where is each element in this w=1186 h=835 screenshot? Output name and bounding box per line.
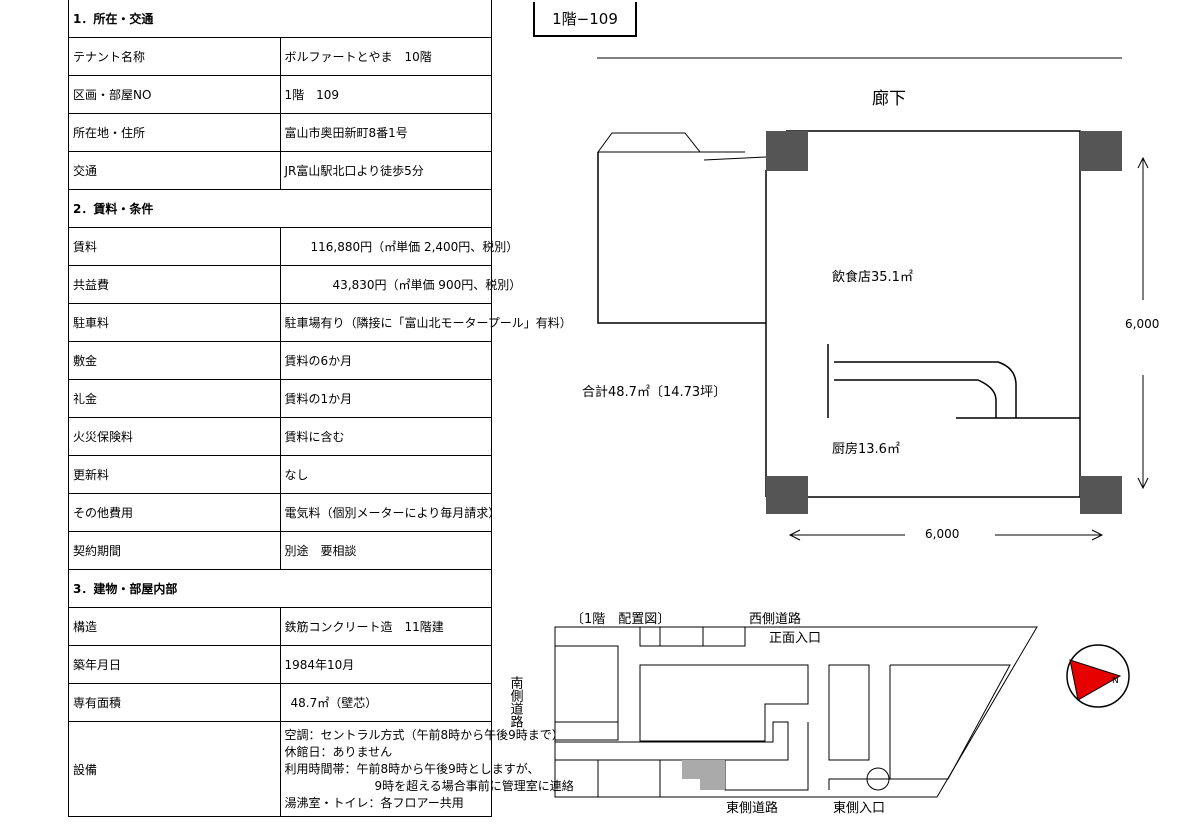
arrowhead-down [1137,477,1149,490]
section-title-location: 1．所在・交通 [68,0,492,38]
dimension-lines [788,156,1149,541]
entrance-annex-wall [597,152,766,324]
table-row: 礼金 賃料の1か月 [68,379,492,418]
arrowhead-left [788,529,801,541]
row-value: 賃料に含む [279,417,492,456]
west-road-label: 西側道路 [749,611,801,627]
structural-pillars [766,131,1122,514]
corridor-label: 廊下 [872,89,906,109]
compass-needle [1069,659,1122,701]
pillar-top-right [1080,131,1122,171]
block-south-left [555,759,661,797]
dim-horizontal-label: 6,000 [925,527,959,541]
arrowhead-up [1137,156,1149,169]
duct-inner [834,379,997,418]
row-label: 敷金 [68,341,281,380]
row-label: 火災保険料 [68,417,281,456]
equipment-line: 利用時間帯：午前8時から午後9時としますが、 [284,761,540,776]
floor-plan [597,130,1081,498]
site-outline [554,626,1038,798]
compass: N [1066,644,1130,708]
total-area-label: 合計48.7㎡〔14.73坪〕 [582,384,726,400]
door-line [703,156,767,161]
table-row: 火災保険料 賃料に含む [68,417,492,456]
row-label: 交通 [68,151,281,190]
section-header-row: 2．賃料・条件 [68,189,492,228]
row-value: 賃料の6か月 [279,341,492,380]
equipment-list: 空調：セントラル方式（午前8時から午後9時まで） 休館日：ありません 利用時間帯… [279,721,574,817]
unit-number-label: 1階−109 [533,2,637,37]
property-spec-table: 1．所在・交通 テナント名称 ボルファートとやま 10階 区画・部屋NO 1階 … [68,0,574,817]
row-label: 契約期間 [68,531,281,570]
table-row: 賃料 116,880円（㎡単価 2,400円、税別） [68,227,518,266]
unit-location-highlight [682,760,725,790]
row-value: 43,830円（㎡単価 900円、税別） [279,265,521,304]
unit-outline [786,130,1081,498]
block-east [828,664,1011,790]
restaurant-area-label: 飲食店35.1㎡ [832,269,913,285]
table-row: 契約期間 別途 要相談 [68,531,492,570]
row-label: 区画・部屋NO [68,75,281,114]
row-value: 116,880円（㎡単価 2,400円、税別） [279,227,518,266]
kitchen-area-label: 厨房13.6㎡ [832,441,900,457]
site-plan-title: 〔1階 配置図〕 [571,612,670,627]
section-header-row: 1．所在・交通 [68,0,492,38]
east-entrance-marker [866,767,890,791]
entrance-canopy [597,132,702,153]
south-road-label: 南側道路 [508,675,524,728]
row-value: 鉄筋コンクリート造 11階建 [279,607,492,646]
row-value: 賃料の1か月 [279,379,492,418]
row-label: その他費用 [68,493,281,532]
row-value: 富山市奥田新町8番1号 [279,113,492,152]
row-label: 設備 [68,721,281,817]
table-row: 敷金 賃料の6か月 [68,341,492,380]
table-row: 構造 鉄筋コンクリート造 11階建 [68,607,492,646]
table-row-equipment: 設備 空調：セントラル方式（午前8時から午後9時まで） 休館日：ありません 利用… [68,721,574,817]
row-value: 電気料（個別メーターにより毎月請求） [279,493,500,532]
east-road-label: 東側道路 [726,800,778,816]
row-label: テナント名称 [68,37,281,76]
site-plan [554,626,1038,798]
block-south-row [555,721,789,761]
block-south-right [660,722,809,791]
front-entrance-label: 正面入口 [769,631,821,646]
arrowhead-right [1091,529,1104,541]
equipment-line: 9時を超える場合事前に管理室に連絡 [374,778,574,793]
pillar-bottom-right [1080,476,1122,514]
pillar-bottom-left [766,476,808,514]
dim-vertical-label: 6,000 [1125,317,1159,331]
block-parking [828,664,870,761]
east-entrance-label: 東側入口 [833,800,885,816]
table-row: 交通 JR富山駅北口より徒歩5分 [68,151,492,190]
section-title-rent: 2．賃料・条件 [68,189,492,228]
row-value: JR富山駅北口より徒歩5分 [279,151,492,190]
row-label: 専有面積 [68,683,281,722]
block-north-strip [639,627,746,647]
block-west [555,645,619,741]
table-row: 共益費 43,830円（㎡単価 900円、税別） [68,265,521,304]
block-center [639,664,809,742]
equipment-line: 休館日：ありません [284,744,393,759]
duct-outer [834,361,1017,418]
north-label: N [1112,676,1119,686]
table-row: その他費用 電気料（個別メーターにより毎月請求） [68,493,500,532]
pillar-top-left [766,131,808,171]
equipment-line: 湯沸室・トイレ：各フロアー共用 [284,795,464,810]
